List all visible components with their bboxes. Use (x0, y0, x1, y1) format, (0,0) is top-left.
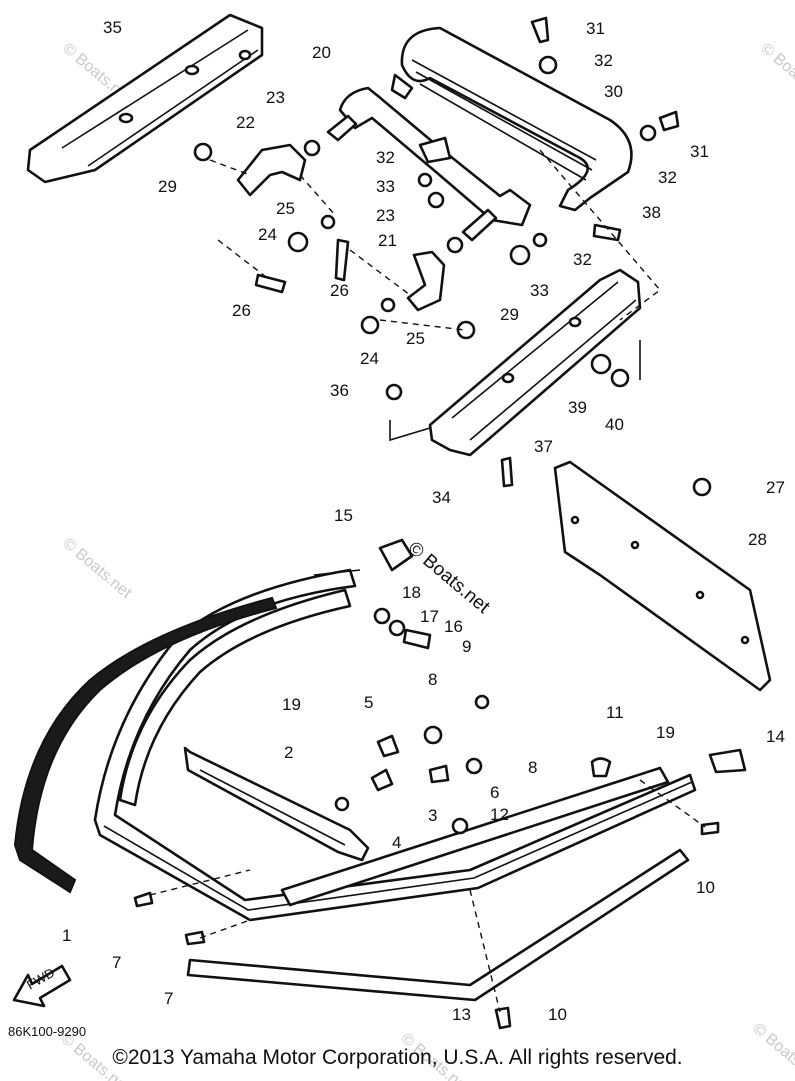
callout-28: 28 (748, 530, 767, 549)
callout-32d: 32 (573, 250, 592, 269)
copyright-notice: ©2013 Yamaha Motor Corporation, U.S.A. A… (112, 1046, 683, 1069)
watermark: © Boats.net (59, 535, 135, 602)
part-30-bar (390, 26, 633, 212)
watermark-center: © Boats.net (404, 538, 494, 619)
callout-32b: 32 (658, 168, 677, 187)
callout-29a: 29 (158, 177, 177, 196)
callout-24a: 24 (258, 225, 277, 244)
callout-37: 37 (534, 437, 553, 456)
callout-18: 18 (402, 583, 421, 602)
callout-15: 15 (334, 506, 353, 525)
callout-30: 30 (604, 82, 623, 101)
callout-8b: 8 (528, 758, 537, 777)
part-28-plate (553, 460, 772, 692)
callout-25a: 25 (276, 199, 295, 218)
callout-22: 22 (236, 113, 255, 132)
part-13-trim (186, 848, 690, 1002)
callout-35: 35 (103, 18, 122, 37)
callout-31a: 31 (586, 19, 605, 38)
callout-19a: 19 (282, 695, 301, 714)
callout-5: 5 (364, 693, 373, 712)
leader-lines (149, 149, 706, 1013)
callout-39: 39 (568, 398, 587, 417)
part-34-rail (428, 268, 642, 457)
callout-6: 6 (490, 783, 499, 802)
callout-2: 2 (284, 743, 293, 762)
callout-40: 40 (605, 415, 624, 434)
callout-7a: 7 (112, 953, 121, 972)
part-19-trim (118, 588, 670, 907)
part-20-handle (326, 86, 532, 242)
callout-12: 12 (490, 805, 509, 824)
callout-8a: 8 (428, 670, 437, 689)
callout-32c: 32 (376, 148, 395, 167)
callout-26b: 26 (232, 301, 251, 320)
callout-10b: 10 (548, 1005, 567, 1024)
part-2-guard (183, 746, 370, 862)
callout-4: 4 (392, 833, 401, 852)
callout-23b: 23 (376, 206, 395, 225)
callout-7b: 7 (164, 989, 173, 1008)
watermark: © Boats.net (757, 40, 795, 107)
callout-25b: 25 (406, 329, 425, 348)
hardware (133, 16, 747, 1030)
callout-32a: 32 (594, 51, 613, 70)
callout-9: 9 (462, 637, 471, 656)
part-21-bracket (406, 250, 446, 312)
callout-17: 17 (420, 607, 439, 626)
callout-29b: 29 (500, 305, 519, 324)
fwd-arrow-icon: FWD (12, 964, 72, 1008)
callout-16: 16 (444, 617, 463, 636)
callout-38: 38 (642, 203, 661, 222)
callout-34: 34 (432, 488, 451, 507)
callout-33b: 33 (530, 281, 549, 300)
callout-10a: 10 (696, 878, 715, 897)
callout-23a: 23 (266, 88, 285, 107)
callout-1: 1 (62, 926, 71, 945)
callout-14: 14 (766, 727, 785, 746)
diagram-code: 86K100-9290 (8, 1024, 86, 1039)
callout-19b: 19 (656, 723, 675, 742)
callout-33a: 33 (376, 177, 395, 196)
left-outer-strip (13, 596, 278, 894)
callout-3: 3 (428, 806, 437, 825)
callout-11: 11 (606, 703, 624, 722)
callout-21: 21 (378, 231, 397, 250)
callout-27: 27 (766, 478, 785, 497)
callout-13: 13 (452, 1005, 471, 1024)
callout-36: 36 (330, 381, 349, 400)
part-35-rail (26, 13, 264, 184)
callout-31b: 31 (690, 142, 709, 161)
callout-20: 20 (312, 43, 331, 62)
part-22-bracket (236, 143, 307, 197)
callout-24b: 24 (360, 349, 379, 368)
callout-26a: 26 (330, 281, 349, 300)
